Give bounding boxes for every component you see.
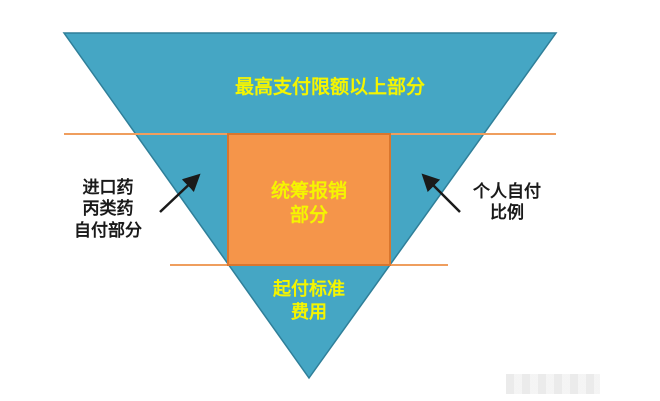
right-arrow (421, 173, 461, 213)
bottom-section-label: 起付标准 费用 (273, 279, 345, 323)
center-box (227, 133, 391, 266)
left-arrow (159, 173, 201, 213)
blurred-watermark (506, 374, 600, 394)
right-annotation-label: 个人自付 比例 (473, 182, 541, 224)
top-section-label: 最高支付限额以上部分 (234, 76, 425, 98)
left-annotation-label: 进口药 丙类药 自付部分 (74, 178, 142, 241)
center-box-label: 统筹报销 部分 (270, 180, 347, 226)
